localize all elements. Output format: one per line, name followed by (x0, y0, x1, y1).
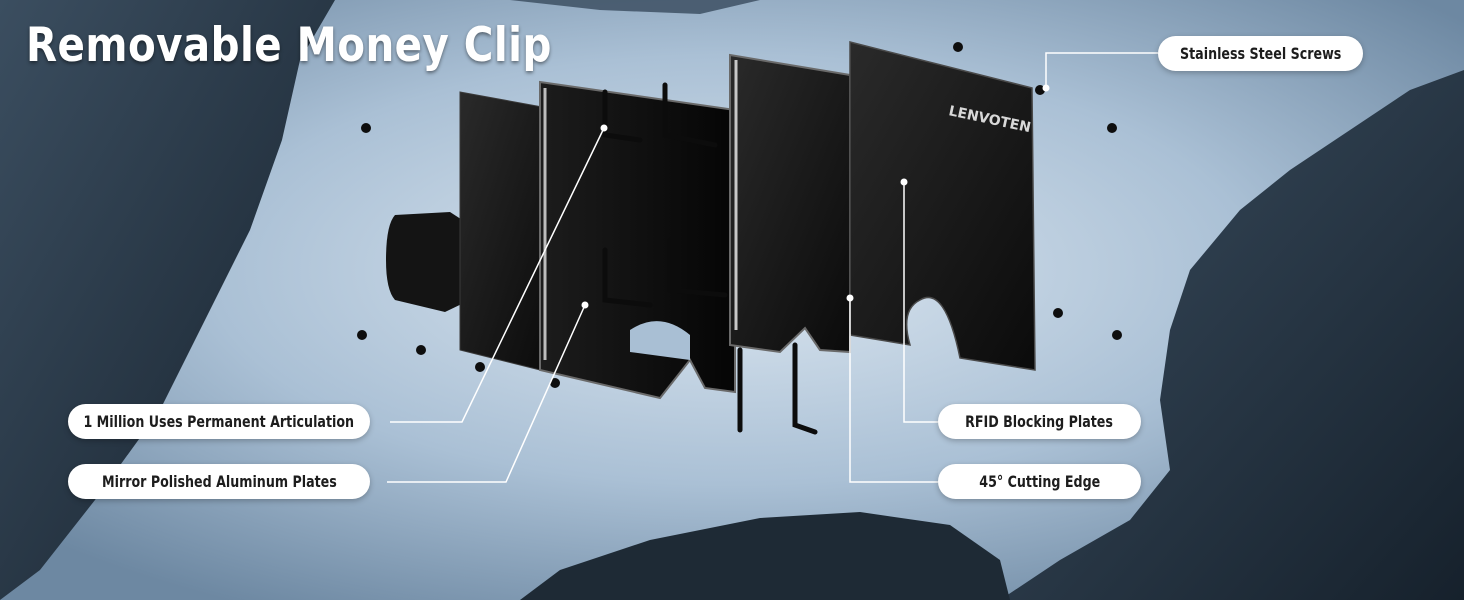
articulation-bars (602, 82, 818, 435)
callout-cutting-edge: 45° Cutting Edge (938, 464, 1141, 499)
rock-right (1000, 70, 1464, 600)
callout-aluminum-plates: Mirror Polished Aluminum Plates (68, 464, 370, 499)
middle-plate (729, 53, 851, 354)
page-title: Removable Money Clip (26, 18, 552, 73)
rock-top (510, 0, 760, 14)
rock-bottom (520, 512, 1010, 600)
screws (357, 42, 1122, 388)
callout-rfid-plates: RFID Blocking Plates (938, 404, 1141, 439)
rfid-front-plate (849, 41, 1036, 371)
rock-left (0, 0, 335, 600)
callout-articulation: 1 Million Uses Permanent Articulation (68, 404, 370, 439)
leader-lines (387, 52, 1158, 483)
callout-stainless-steel-screws: Stainless Steel Screws (1158, 36, 1363, 71)
back-plate (459, 91, 549, 373)
leader-dots (581, 84, 1050, 309)
money-clip (386, 212, 470, 312)
